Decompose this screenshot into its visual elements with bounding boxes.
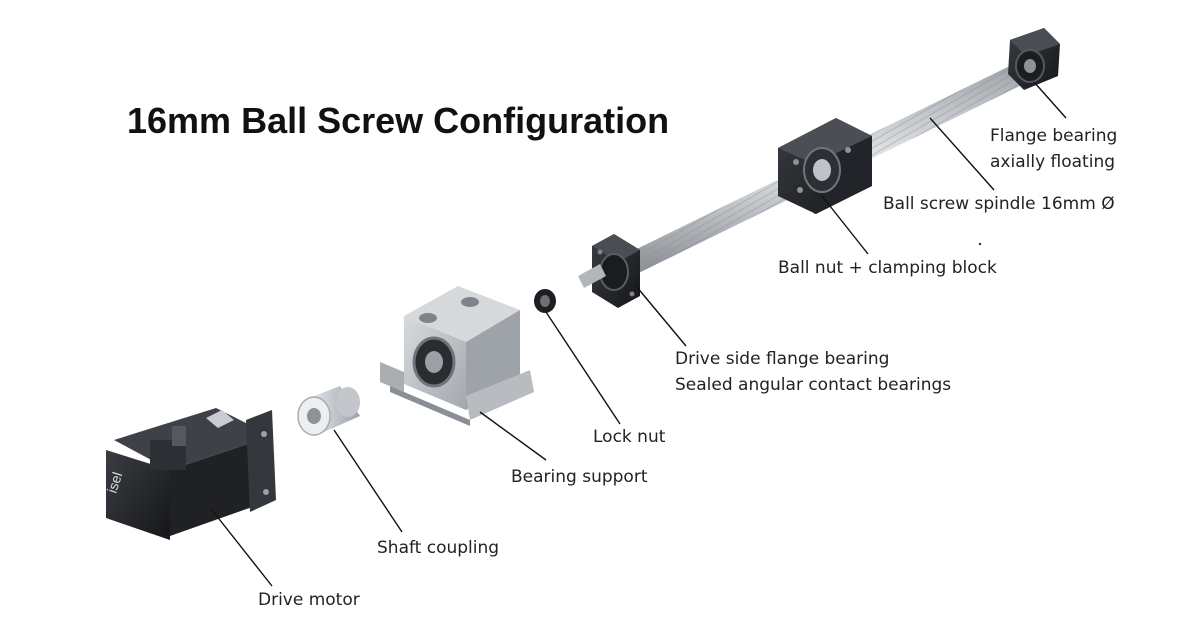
flange-bearing-floating bbox=[1008, 28, 1060, 90]
leader-lines bbox=[211, 81, 1067, 587]
motor-brand-logo: isel bbox=[104, 470, 126, 495]
lock-nut bbox=[534, 289, 556, 313]
label-flange-bearing-line2: axially floating bbox=[990, 152, 1115, 172]
drive-motor: isel bbox=[104, 408, 276, 540]
label-ball-screw-spindle: Ball screw spindle 16mm Ø bbox=[883, 194, 1115, 214]
ball-nut-clamping-block bbox=[778, 118, 872, 214]
drive-side-flange-bearing bbox=[578, 234, 640, 308]
leader-drive-side-bearing bbox=[635, 285, 687, 347]
leader-drive-motor bbox=[211, 509, 273, 587]
leader-bearing-support bbox=[479, 411, 547, 461]
label-ball-nut: Ball nut + clamping block bbox=[778, 258, 997, 278]
label-drive-side-line2: Sealed angular contact bearings bbox=[675, 375, 951, 395]
leader-flange-bearing bbox=[1033, 81, 1067, 119]
label-lock-nut: Lock nut bbox=[593, 427, 666, 447]
leader-ball-screw-spindle bbox=[929, 117, 995, 191]
leader-ball-nut bbox=[821, 195, 869, 255]
label-drive-side-line1: Drive side flange bearing bbox=[675, 349, 889, 369]
label-drive-motor: Drive motor bbox=[258, 590, 360, 610]
bearing-support bbox=[380, 286, 534, 426]
leader-shaft-coupling bbox=[333, 429, 403, 533]
diagram-title: 16mm Ball Screw Configuration bbox=[127, 100, 669, 141]
label-shaft-coupling: Shaft coupling bbox=[377, 538, 499, 558]
leader-lock-nut bbox=[545, 311, 621, 425]
shaft-coupling bbox=[297, 386, 360, 436]
stray-dot bbox=[978, 242, 982, 246]
label-flange-bearing-line1: Flange bearing bbox=[990, 126, 1117, 146]
label-bearing-support: Bearing support bbox=[511, 467, 648, 487]
